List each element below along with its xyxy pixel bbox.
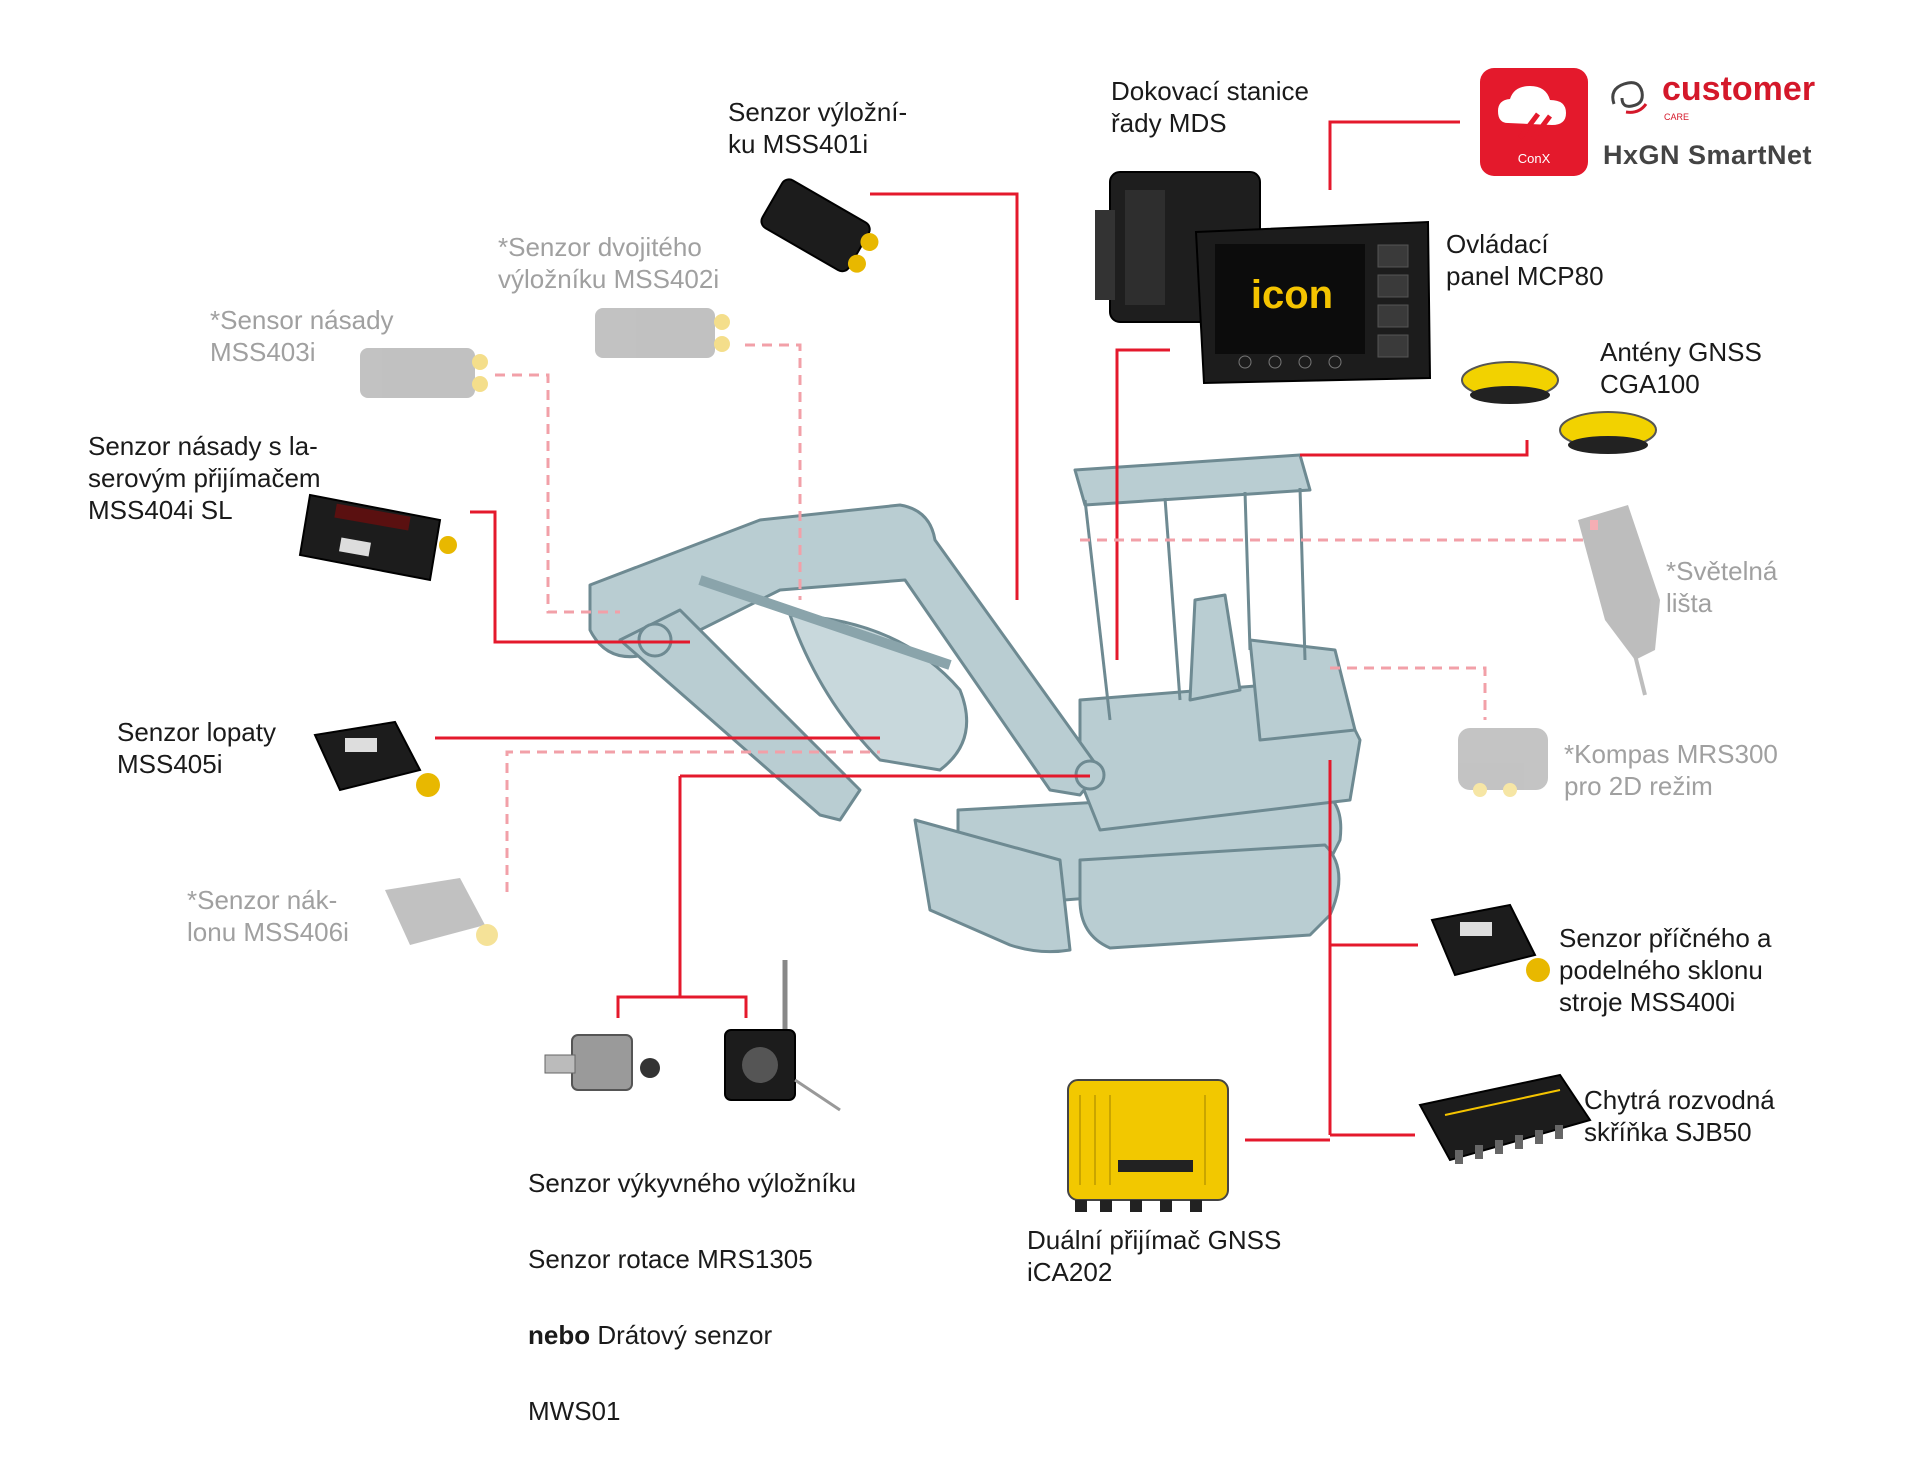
label-bucket-sensor: Senzor lopaty MSS405i [117,717,276,779]
system-diagram: icon [88,68,1816,1426]
canopy-post-1 [1083,499,1112,721]
excavator-bucket [788,613,969,772]
light-bar-device [1578,505,1660,696]
swing-line-3-rest: Drátový senzor [590,1320,773,1350]
diagram-canvas: icon [298,120,1660,1212]
boom-sensor-device [760,178,879,273]
wire-sensor-mws01-device [724,960,841,1112]
wire-twin-boom-optional [745,343,802,600]
conx-app-tile[interactable]: ConX [1480,68,1588,176]
customer-care-logo: customer [1662,70,1816,108]
customer-care-sub: CARE [1664,112,1690,122]
boom-pivot [637,622,673,658]
stick-sensor-device [360,348,488,398]
care-swirl-icon [1611,81,1648,114]
excavator-counterweight [1248,638,1357,742]
swing-line-1: Senzor výkyvného výložníku [528,1168,857,1198]
swing-line-3: nebo Drátový senzor [528,1316,856,1354]
excavator [588,453,1362,954]
smartnet-logo: HxGN SmartNet [1603,140,1813,170]
wire-boom-sensor [870,192,1019,600]
junction-box-device [1418,1073,1592,1164]
gnss-antenna-2 [1559,411,1657,454]
conx-label: ConX [1517,151,1551,166]
gnss-antenna-1 [1461,361,1559,404]
swing-line-2: Senzor rotace MRS1305 [528,1244,813,1274]
label-stick-sensor: *Sensor násady MSS403i [210,305,394,367]
label-docking-station: Dokovací stanice řady MDS [1111,76,1309,138]
excavator-canopy-roof [1073,453,1312,507]
optional-wires [495,343,1585,892]
label-light-bar: *Světelná lišta [1666,556,1778,618]
excavator-seat [1188,593,1242,702]
wire-docking [1328,120,1460,190]
canopy-post-2 [1163,497,1182,701]
wire-stick-optional [495,373,620,614]
wire-gnss [1300,440,1529,457]
label-swing-sensor: Senzor výkyvného výložníku Senzor rotace… [528,1126,856,1468]
excavator-boom [588,503,1102,797]
wire-panel [1115,348,1170,660]
label-tilt-sensor: *Senzor nák- lonu MSS406i [187,885,349,947]
wire-tilt-optional [505,750,880,892]
label-twin-boom-sensor: *Senzor dvojitého výložníku MSS402i [498,232,720,294]
bucket-sensor-device [313,720,440,797]
panel-screen-logo: icon [1251,273,1333,317]
excavator-arm [618,608,862,822]
wire-stick-laser [470,510,690,644]
label-compass: *Kompas MRS300 pro 2D režim [1564,739,1778,801]
pitch-roll-sensor-device [1430,903,1550,982]
twin-boom-sensor-device [595,308,730,358]
rotation-sensor-mrs1305-device [544,1034,660,1091]
wire-swing-split [616,995,748,1018]
boom-cylinder [698,575,952,670]
canopy-post-4 [1243,491,1252,651]
excavator-blade [913,818,1072,954]
label-stick-laser-sensor: Senzor násady s la- serovým přijímačem M… [88,431,321,525]
compass-device [1458,728,1548,797]
mcp80-panel-device: icon [1194,220,1432,385]
label-gnss-antennas: Antény GNSS CGA100 [1600,337,1762,399]
excavator-track-front [1078,843,1341,950]
tilt-sensor-device [385,878,498,946]
label-boom-sensor: Senzor výložní- ku MSS401i [728,97,908,159]
connection-wires [435,120,1529,1142]
swing-line-4: MWS01 [528,1396,621,1426]
label-control-panel: Ovládací panel MCP80 [1446,229,1604,291]
swing-or-bold: nebo [528,1320,591,1350]
label-pitch-roll-sensor: Senzor příčného a podelného sklonu stroj… [1559,923,1772,1017]
cloud-signal-icon [1498,86,1566,142]
canopy-post-3 [1298,487,1307,661]
stick-laser-sensor-device [298,493,457,582]
label-gnss-receiver: Duální přijímač GNSS iCA202 [1027,1225,1282,1287]
gnss-receiver-device [1067,1079,1229,1212]
label-junction-box: Chytrá rozvodná skříňka SJB50 [1584,1085,1775,1147]
wire-compass-optional [1330,666,1487,720]
